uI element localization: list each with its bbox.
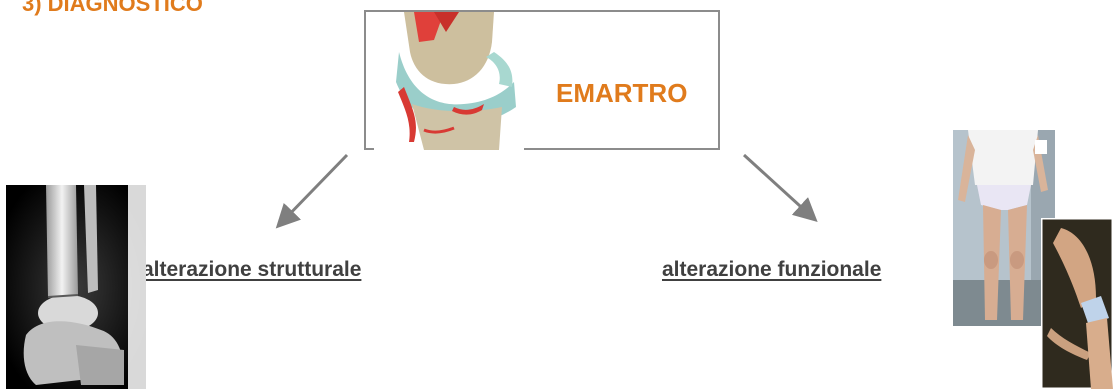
structural-alteration-label: alterazione strutturale: [142, 258, 361, 282]
functional-alteration-label: alterazione funzionale: [662, 258, 881, 282]
ankle-xray-image: [6, 185, 146, 389]
child-sitting-photo: [1041, 218, 1113, 389]
child-standing-photo: [953, 130, 1055, 326]
arrow-left: [282, 155, 347, 222]
arrow-right: [744, 155, 811, 216]
